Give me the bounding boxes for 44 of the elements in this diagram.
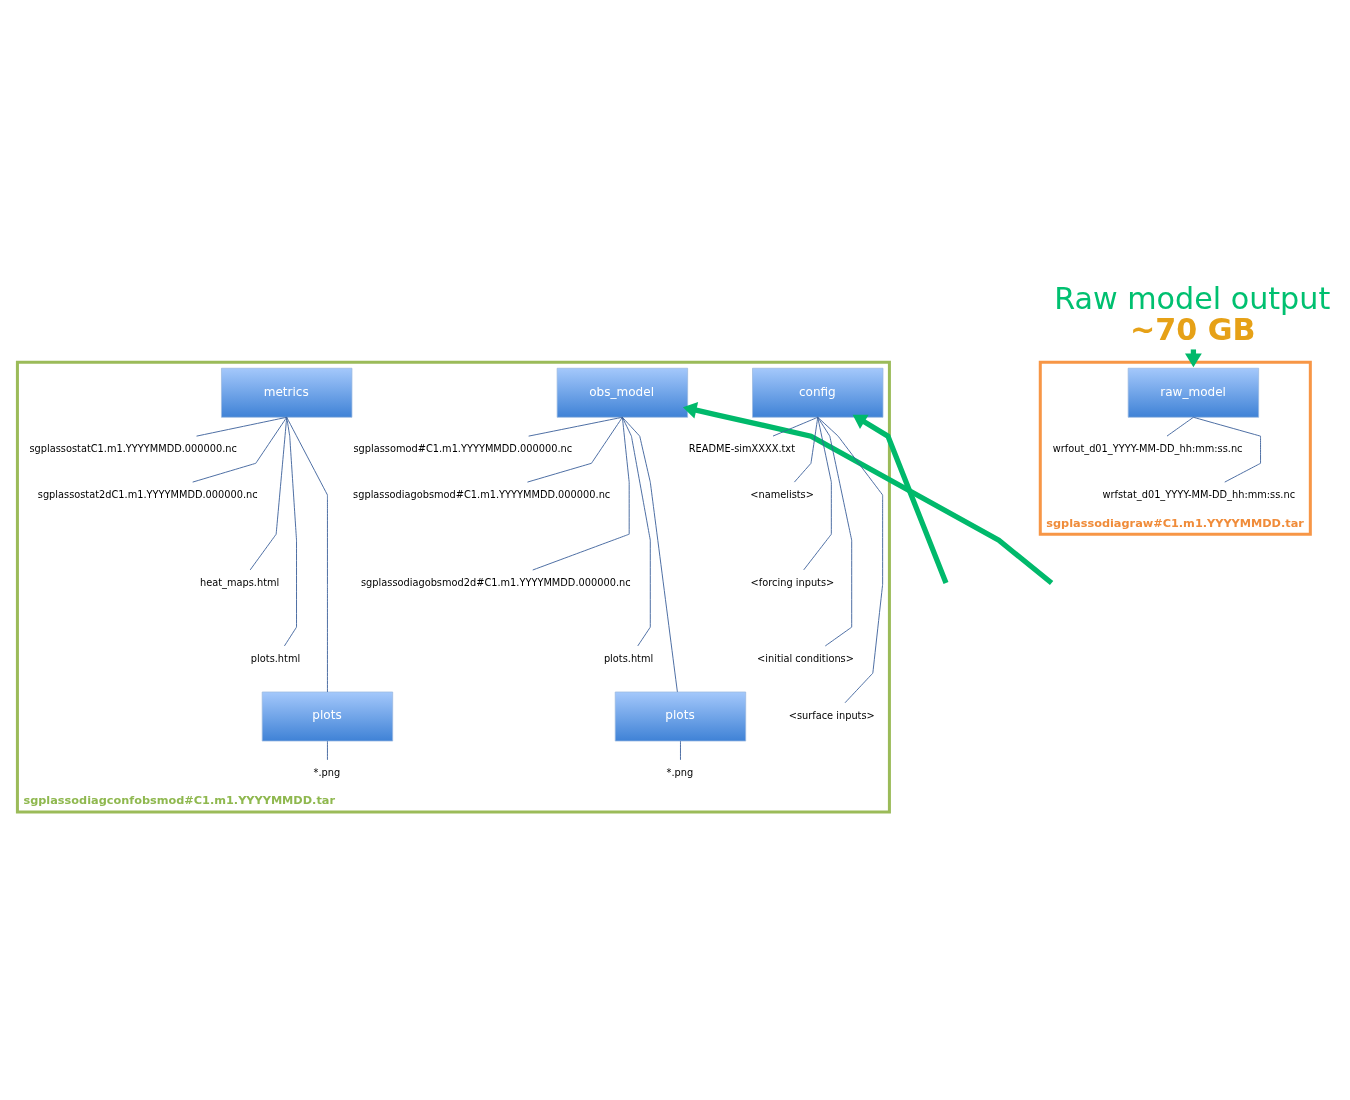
connector [283, 416, 297, 646]
connector [817, 416, 853, 646]
node-box: obs_model [556, 367, 688, 418]
node-text: sgplassodiagobsmod2d#C1.m1.YYYYMMDD.000000.nc [361, 576, 631, 588]
node-box: config [752, 367, 884, 418]
node-text: heat_maps.html [199, 576, 280, 588]
node-text: sgplassomod#C1.m1.YYYYMMDD.000000.nc [353, 442, 573, 454]
connector [192, 416, 288, 483]
connector [680, 740, 681, 760]
node-text: sgplassostatC1.m1.YYYYMMDD.000000.nc [29, 442, 237, 454]
node-text: wrfstat_d01_YYYY-MM-DD_hh:mm:ss.nc [1102, 488, 1296, 500]
connector [772, 416, 819, 437]
connector [817, 416, 884, 703]
connector [793, 416, 819, 483]
node-box: metrics [221, 367, 353, 418]
node-text: <forcing inputs> [750, 576, 835, 588]
node-text: *.png [666, 766, 694, 778]
connector [532, 416, 630, 570]
node-text: README-simXXXX.txt [688, 442, 795, 454]
connector [528, 416, 623, 437]
connector [803, 416, 832, 570]
arrow [852, 414, 949, 584]
node-text: plots.html [250, 652, 301, 664]
connector [621, 416, 678, 692]
connector [327, 740, 328, 760]
node-text: Raw model output ~70 GB [1054, 280, 1331, 347]
node-text: sgplassostat2dC1.m1.YYYYMMDD.000000.nc [37, 488, 258, 500]
node-text: <namelists> [750, 488, 814, 500]
node-box: raw_model [1127, 367, 1260, 418]
node-text: *.png [313, 766, 341, 778]
connector [1166, 416, 1194, 437]
node-box: plots [614, 691, 747, 741]
connector [527, 416, 623, 483]
node-text: wrfout_d01_YYYY-MM-DD_hh:mm:ss.nc [1052, 442, 1243, 454]
connector [286, 416, 328, 692]
connector [621, 416, 651, 646]
node-text: plots.html [603, 652, 654, 664]
node-text: <surface inputs> [788, 709, 875, 721]
node-box: plots [261, 691, 394, 741]
connector [1192, 416, 1261, 483]
connector [196, 416, 288, 437]
node-text: sgplassodiagobsmod#C1.m1.YYYYMMDD.000000.nc [353, 488, 611, 500]
node-text: <initial conditions> [757, 652, 854, 664]
arrow [682, 401, 1054, 585]
